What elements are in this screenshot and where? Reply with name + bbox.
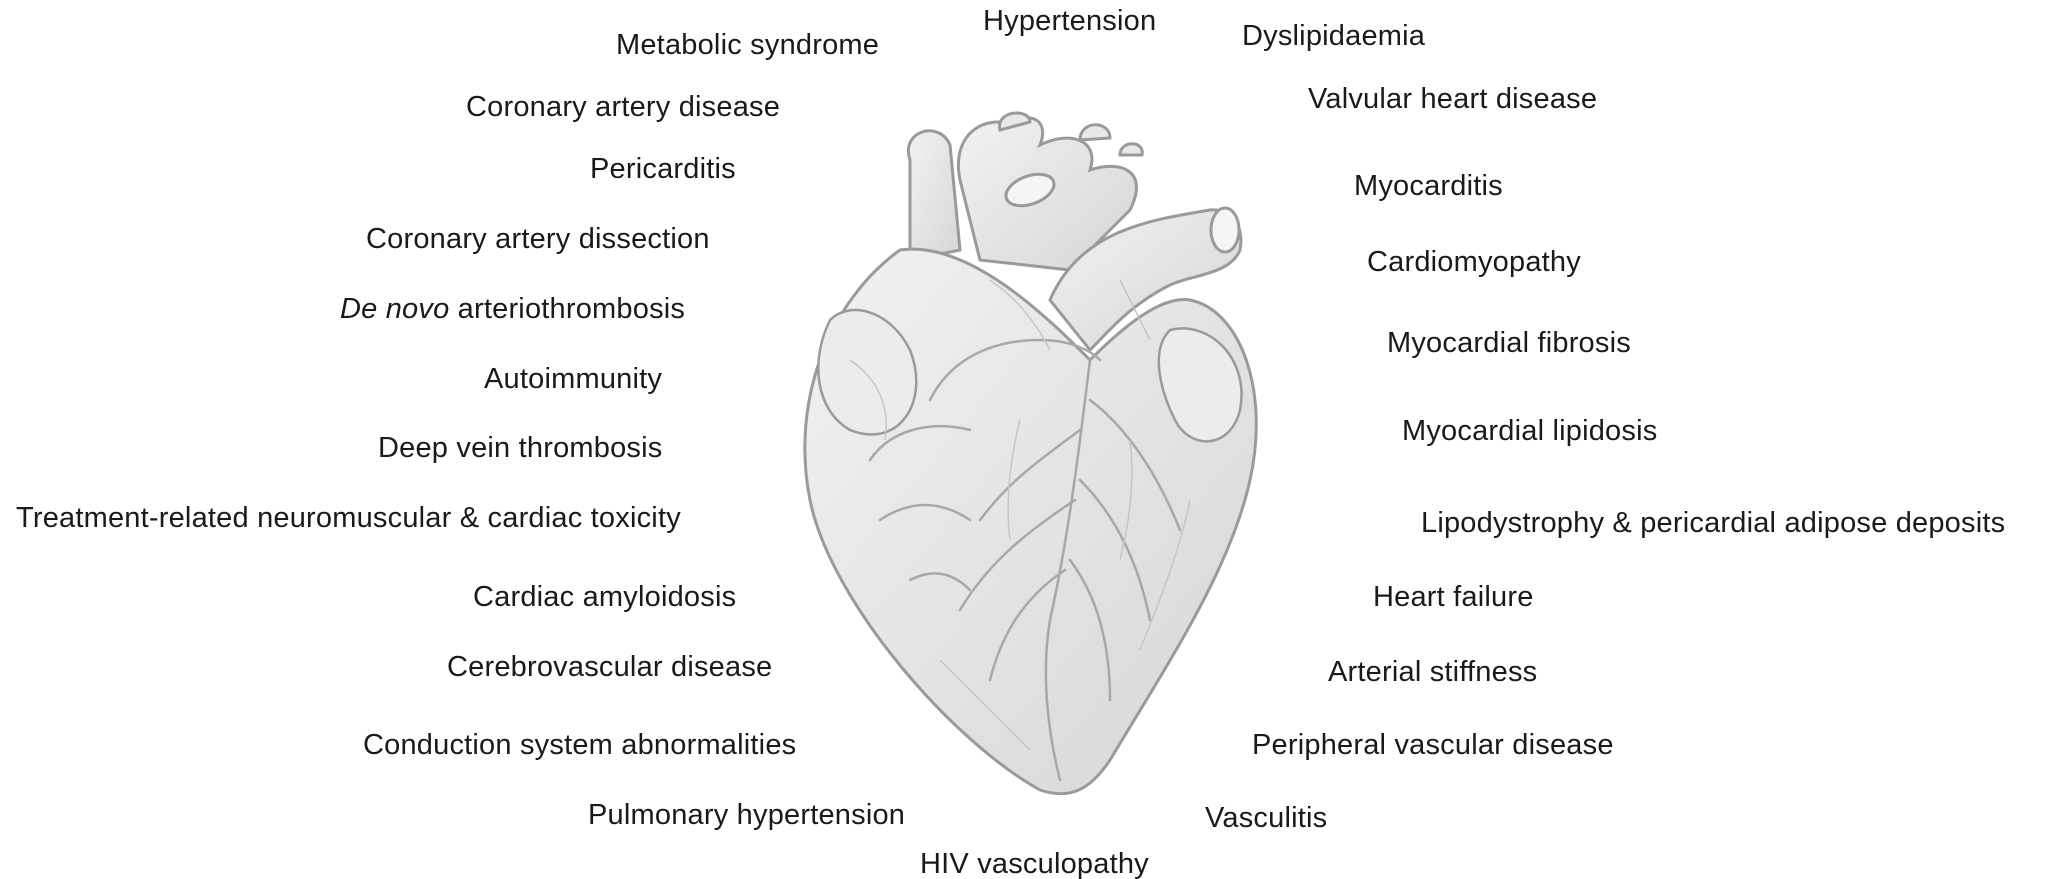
label-cardiomyopathy: Cardiomyopathy [1367, 245, 1581, 279]
label-arteriothrombosis: arteriothrombosis [449, 293, 685, 325]
label-peripheral-vascular-disease: Peripheral vascular disease [1252, 728, 1614, 762]
heart-illustration-icon [790, 100, 1270, 800]
label-valvular-heart-disease: Valvular heart disease [1308, 82, 1597, 116]
label-conduction-system-abnormalities: Conduction system abnormalities [363, 728, 796, 762]
label-myocarditis: Myocarditis [1354, 169, 1503, 203]
label-lipodystrophy: Lipodystrophy & pericardial adipose depo… [1421, 506, 2005, 540]
label-metabolic-syndrome: Metabolic syndrome [616, 28, 879, 62]
label-coronary-artery-dissection: Coronary artery dissection [366, 222, 710, 256]
label-pericarditis: Pericarditis [590, 152, 736, 186]
label-cardiac-amyloidosis: Cardiac amyloidosis [473, 580, 736, 614]
label-deep-vein-thrombosis: Deep vein thrombosis [378, 431, 662, 465]
label-pulmonary-hypertension: Pulmonary hypertension [588, 798, 905, 832]
label-de-novo-arteriothrombosis: De novo arteriothrombosis [340, 292, 685, 326]
label-dyslipidaemia: Dyslipidaemia [1242, 19, 1425, 53]
label-cerebrovascular-disease: Cerebrovascular disease [447, 650, 772, 684]
label-vasculitis: Vasculitis [1205, 801, 1327, 835]
label-heart-failure: Heart failure [1373, 580, 1534, 614]
label-autoimmunity: Autoimmunity [484, 362, 662, 396]
label-de-novo-italic: De novo [340, 293, 449, 325]
label-treatment-related-toxicity: Treatment-related neuromuscular & cardia… [16, 501, 681, 535]
label-myocardial-lipidosis: Myocardial lipidosis [1402, 414, 1657, 448]
label-hypertension: Hypertension [983, 4, 1156, 38]
label-myocardial-fibrosis: Myocardial fibrosis [1387, 326, 1631, 360]
label-coronary-artery-disease: Coronary artery disease [466, 90, 780, 124]
label-arterial-stiffness: Arterial stiffness [1328, 655, 1537, 689]
label-hiv-vasculopathy: HIV vasculopathy [920, 847, 1149, 879]
